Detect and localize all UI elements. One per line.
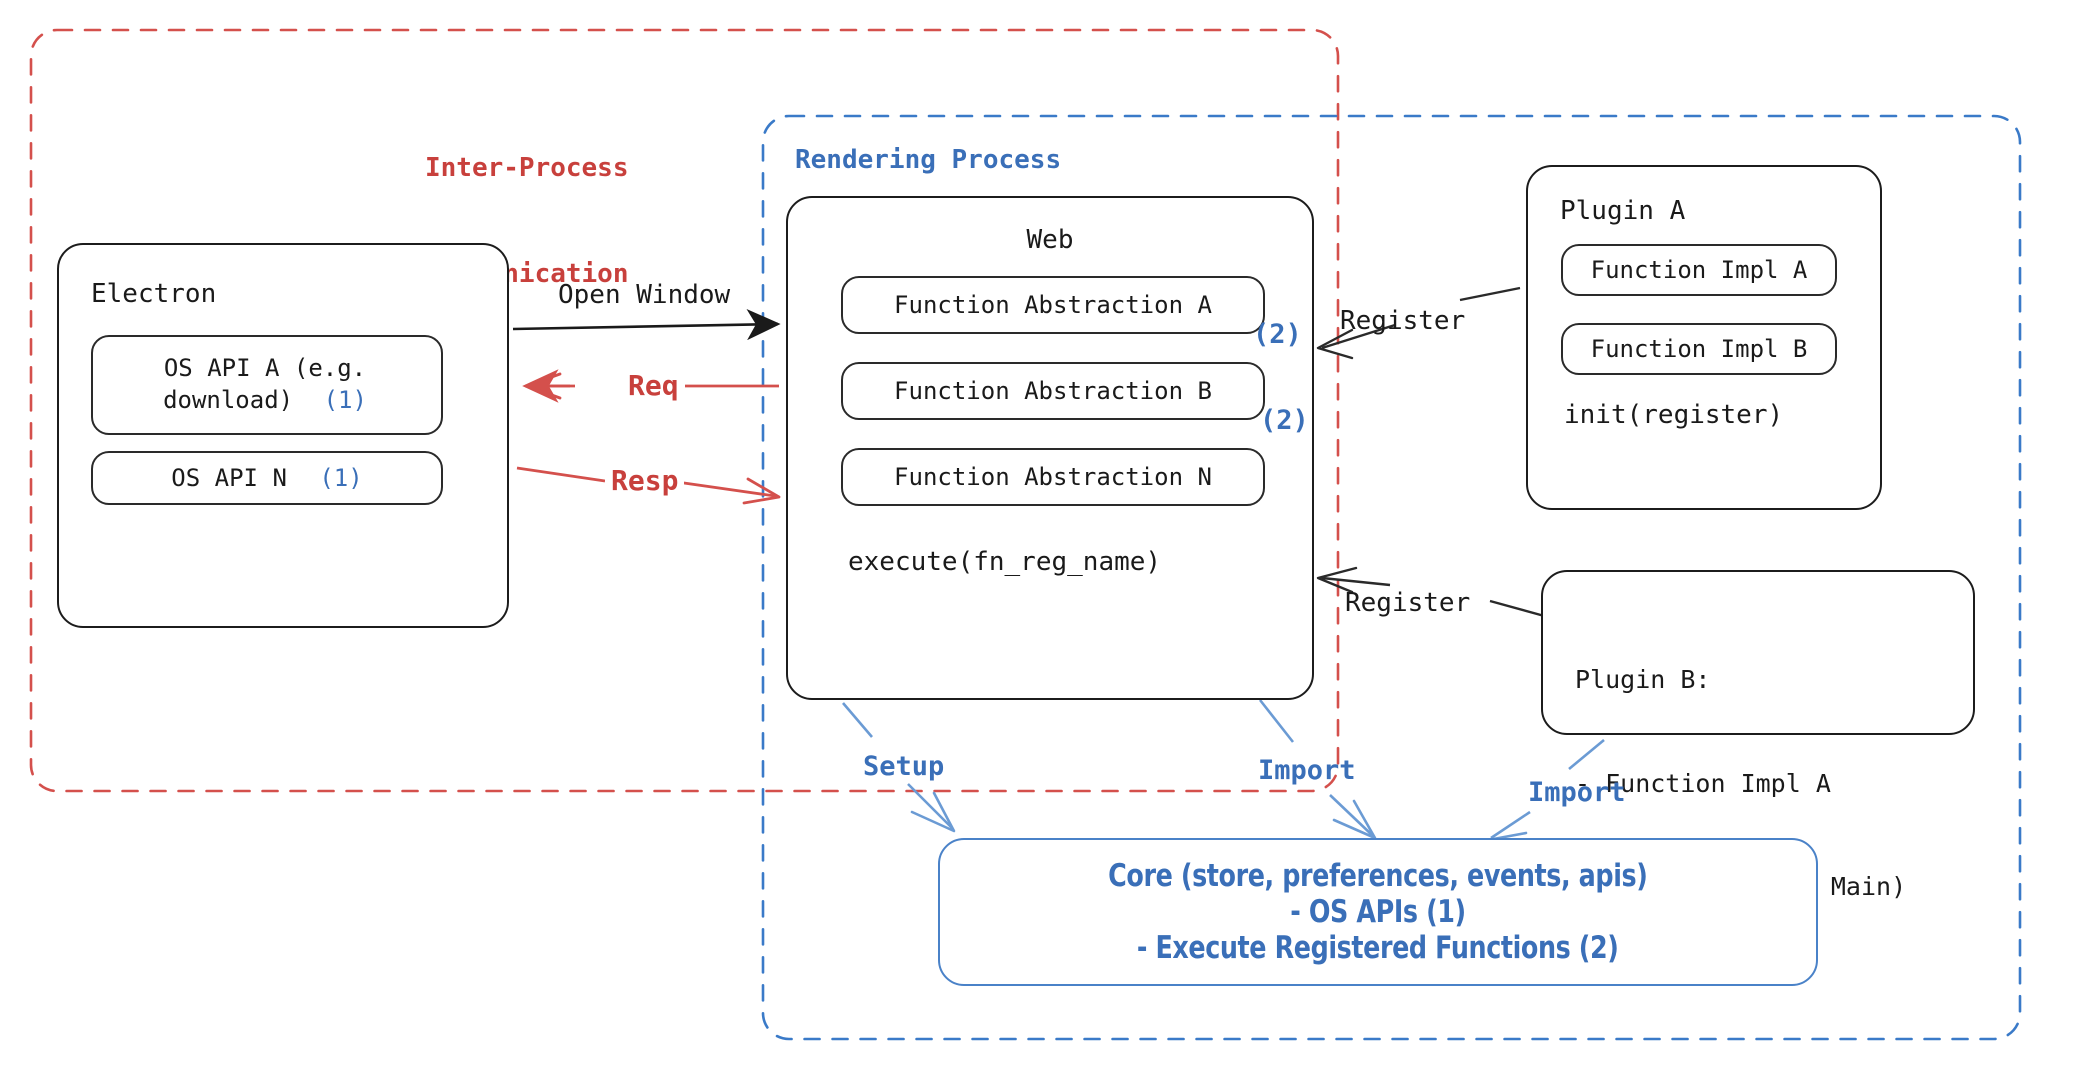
function-abstraction-n-box[interactable]: Function Abstraction N: [841, 448, 1265, 506]
core-line-2: - OS APIs (1): [1290, 894, 1466, 930]
register-top-label: Register: [1340, 306, 1466, 336]
electron-title: Electron: [91, 279, 217, 309]
resp-label: Resp: [605, 463, 685, 499]
function-abstraction-b-label: Function Abstraction B: [894, 377, 1212, 405]
import-right-label: Import: [1528, 777, 1626, 808]
plugin-a-title: Plugin A: [1560, 196, 1686, 226]
function-impl-b-label: Function Impl B: [1590, 335, 1808, 363]
electron-box: Electron OS API A (e.g. download) (1) OS…: [57, 243, 509, 628]
os-api-n-box[interactable]: OS API N (1): [91, 451, 443, 505]
rendering-process-label: Rendering Process: [795, 145, 1062, 175]
plugin-b-line1: Plugin B:: [1575, 665, 1711, 694]
core-line-1: Core (store, preferences, events, apis): [1108, 858, 1648, 894]
import-left-label: Import: [1258, 755, 1356, 786]
req-label: Req: [622, 368, 685, 404]
os-api-n-label: OS API N: [171, 464, 287, 492]
os-api-a-box[interactable]: OS API A (e.g. download) (1): [91, 335, 443, 435]
plugin-b-box: Plugin B: - Function Impl A - Module (ru…: [1541, 570, 1975, 901]
os-api-a-line2: download): [163, 386, 294, 414]
core-box: Core (store, preferences, events, apis) …: [938, 838, 1818, 986]
function-impl-b-box[interactable]: Function Impl B: [1561, 323, 1837, 375]
web-box: Web Function Abstraction A Function Abst…: [786, 196, 1314, 700]
open-window-label: Open Window: [558, 280, 731, 310]
function-abstraction-b-badge: (2): [1260, 405, 1309, 436]
function-abstraction-b-box[interactable]: Function Abstraction B: [841, 362, 1265, 420]
plugin-b-line2: - Function Impl A: [1575, 768, 1831, 798]
function-impl-a-label: Function Impl A: [1590, 256, 1808, 284]
plugin-a-box: Plugin A Function Impl A Function Impl B…: [1526, 165, 1882, 510]
core-line-3: - Execute Registered Functions (2): [1137, 930, 1619, 966]
os-api-n-badge: (1): [319, 464, 363, 492]
function-impl-a-box[interactable]: Function Impl A: [1561, 244, 1837, 296]
function-abstraction-a-badge: (2): [1253, 319, 1302, 350]
ipc-label-line1: Inter-Process: [425, 152, 629, 183]
os-api-a-badge: (1): [323, 386, 367, 414]
web-footer: execute(fn_reg_name): [848, 547, 1162, 577]
plugin-a-footer: init(register): [1564, 400, 1784, 430]
register-bottom-label: Register: [1345, 588, 1471, 618]
function-abstraction-a-label: Function Abstraction A: [894, 291, 1212, 319]
web-title: Web: [1026, 225, 1074, 255]
function-abstraction-n-label: Function Abstraction N: [894, 463, 1212, 491]
setup-label: Setup: [863, 751, 945, 782]
function-abstraction-a-box[interactable]: Function Abstraction A: [841, 276, 1265, 334]
os-api-a-line1: OS API A (e.g.: [163, 354, 367, 383]
